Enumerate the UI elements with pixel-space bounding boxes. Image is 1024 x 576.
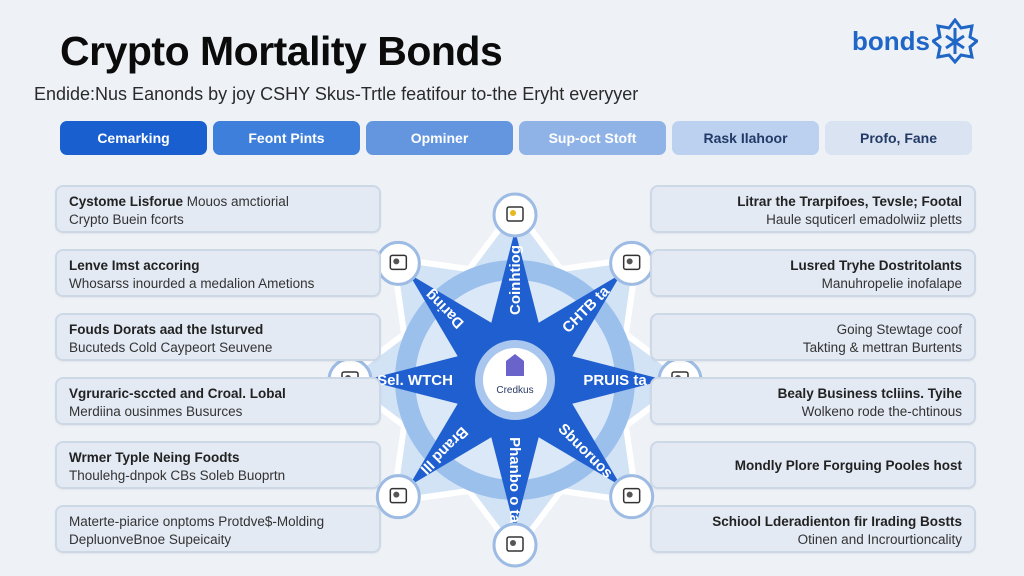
tab-1[interactable]: Feont Pints — [213, 121, 360, 155]
tab-label: Sup-oct Stoft — [548, 130, 637, 146]
tab-5[interactable]: Profo, Fane — [825, 121, 972, 155]
center-badge — [483, 348, 547, 412]
card-description: Whosarss inourded a medalion Ametions — [69, 276, 315, 291]
tab-label: Rask Ilahoor — [703, 130, 788, 146]
card-heading: Cystome Lisforue — [69, 194, 184, 209]
chart-icon — [375, 474, 421, 520]
tab-3[interactable]: Sup-oct Stoft — [519, 121, 666, 155]
card-heading: Vgruraric-sccted and Croal. Lobal — [69, 386, 286, 401]
card-description: Haule squticerl emadolwiiz pletts — [766, 212, 962, 227]
arm-label: Coinhtiog — [507, 245, 524, 315]
arm-label: Brand III — [417, 423, 471, 477]
tab-label: Feont Pints — [248, 130, 325, 146]
card-heading-rest: Materte-piarice onptoms Protdve$-Molding — [69, 514, 325, 529]
center-label: Credkus — [496, 385, 533, 396]
tab-bar: Cemarking Feont Pints Opminer Sup-oct Stoft… — [60, 121, 972, 155]
card-heading: Lusred Tryhe Dostritolants — [790, 258, 962, 273]
hub-star — [365, 230, 665, 530]
card-heading: Wrmer Typle Neing Foodts — [69, 450, 240, 465]
card-description: DepluonveBnoe Supeicaity — [69, 532, 232, 547]
card-heading: Bealy Business tcliins. Tyihe — [777, 386, 962, 401]
anchor-icon — [492, 522, 538, 568]
tab-label: Profo, Fane — [859, 130, 937, 146]
hub-inner-ring — [415, 280, 615, 480]
page-title: Crypto Mortality Bonds — [60, 28, 503, 74]
arm-label: Daring — [422, 286, 468, 332]
card-heading: Schiool Lderadienton fir Irading Bostts — [712, 514, 962, 529]
card-heading-rest: Mouos amctiorial — [183, 194, 289, 209]
advisor-icon — [609, 474, 655, 520]
coin-person-icon — [492, 192, 538, 238]
arm-label: Phanbo o ta — [506, 437, 523, 523]
card-description: Wolkeno rode the-chtinous — [801, 404, 962, 419]
arm-label: Sel. WTCH — [377, 372, 453, 389]
card-description: Crypto Buein fcorts — [69, 212, 184, 227]
card-description: Merdiina ousinmes Busurces — [69, 404, 243, 419]
center-ring — [475, 340, 555, 420]
tab-4[interactable]: Rask Ilahoor — [672, 121, 819, 155]
card-heading: Fouds Dorats aad the Isturved — [69, 322, 264, 337]
logo-emblem-icon — [932, 18, 978, 64]
logo-text: bonds — [852, 25, 930, 56]
card-heading: Lenve Imst accoring — [69, 258, 200, 273]
arm-label: Sbuoruos — [555, 420, 617, 482]
arm-label: CHTB ta — [559, 282, 613, 336]
tab-label: Cemarking — [97, 130, 170, 146]
right-feature-card: Mondly Plore Forguing Pooles host — [650, 441, 976, 489]
card-heading: Mondly Plore Forguing Pooles host — [734, 458, 962, 473]
ledger-icon — [609, 240, 655, 286]
tab-0[interactable]: Cemarking — [60, 121, 207, 155]
analyst-icon — [375, 240, 421, 286]
card-description: Bucuteds Cold Caypeort Seuvene — [69, 340, 273, 355]
bond-shield-icon — [506, 354, 524, 376]
hub-ring — [395, 260, 635, 500]
page-subtitle: Endide:Nus Eanonds by joy CSHY Skus-Trtl… — [34, 84, 639, 104]
hub-halo — [340, 205, 690, 555]
brand-logo: bonds — [852, 18, 978, 64]
tab-2[interactable]: Opminer — [366, 121, 513, 155]
card-description: Takting & mettran Burtents — [802, 340, 962, 355]
left-feature-card: Materte-piarice onptoms Protdve$-Molding… — [55, 505, 381, 553]
tab-label: Opminer — [410, 130, 469, 146]
card-heading-rest: Going Stewtage coof — [836, 322, 962, 337]
card-description: Manuhropelie inofalape — [821, 276, 962, 291]
card-description: Thoulehg-dnpok CBs Soleb Buoprtn — [69, 468, 286, 483]
arm-label: PRUIS ta — [583, 372, 647, 389]
card-description: Otinen and Incrourtioncality — [797, 532, 962, 547]
card-heading: Litrar the Trarpifoes, Tevsle; Footal — [737, 194, 962, 209]
